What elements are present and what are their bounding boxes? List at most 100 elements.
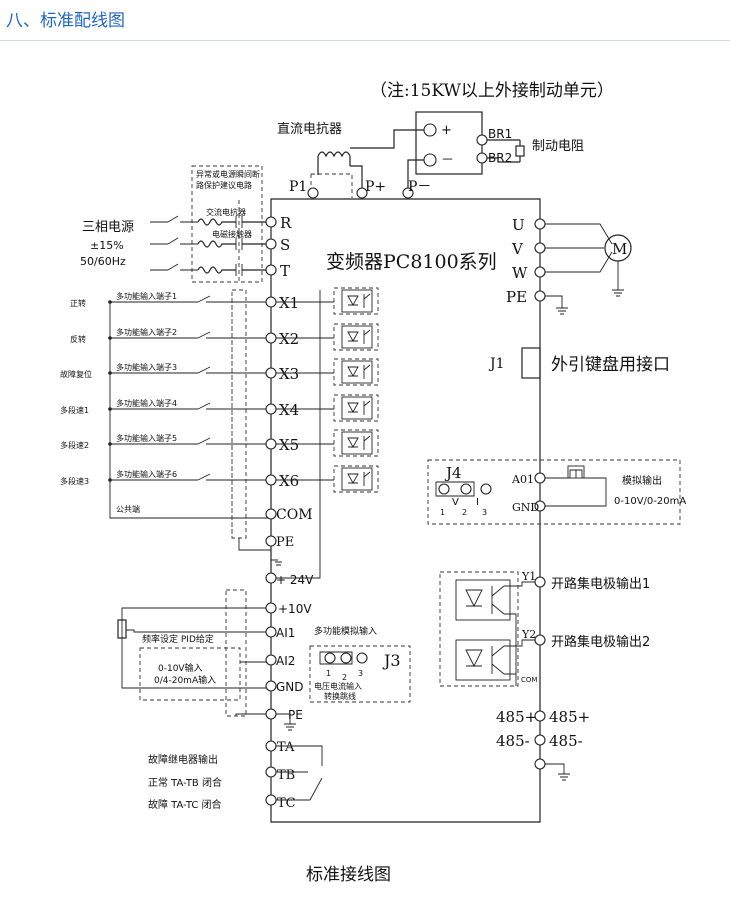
j1-label: J1 bbox=[488, 356, 505, 372]
terminal-u: U bbox=[512, 216, 525, 234]
input-description: 多功能输入端子2 bbox=[116, 327, 177, 337]
j4-pin-3: 3 bbox=[482, 508, 487, 517]
y1-output-label: 开路集电极输出1 bbox=[551, 576, 650, 592]
ai2-voltage-label: 0-10V输入 bbox=[158, 662, 203, 674]
input-optocoupler bbox=[333, 394, 379, 422]
input-description: 多功能输入端子3 bbox=[116, 362, 177, 372]
terminal-a01: A01 bbox=[511, 473, 534, 486]
motor-label: M bbox=[612, 240, 627, 258]
input-description: 多功能输入端子1 bbox=[116, 291, 177, 301]
input-function-label: 多段速2 bbox=[60, 440, 89, 450]
j4-box bbox=[427, 459, 681, 525]
ground-icon bbox=[612, 261, 624, 297]
input-row-x2: 反转 多功能输入端子2 X2 bbox=[70, 323, 379, 351]
j3-pin-1: 1 bbox=[326, 669, 331, 678]
meter-icon bbox=[567, 465, 585, 479]
input-terminal bbox=[265, 367, 277, 379]
ground-icon bbox=[545, 295, 568, 315]
analog-output-range: 0-10V/0-20mA bbox=[614, 496, 686, 507]
input-optocoupler bbox=[333, 287, 379, 315]
rs485-minus-right: 485- bbox=[549, 732, 583, 750]
input-function-label: 反转 bbox=[70, 334, 86, 344]
terminal-t: T bbox=[280, 262, 290, 280]
frequency-label: 50/60Hz bbox=[80, 255, 126, 268]
terminal-s: S bbox=[280, 236, 290, 254]
freq-setting-label: 频率设定 PID给定 bbox=[142, 633, 214, 645]
input-optocoupler bbox=[333, 465, 379, 493]
input-terminal bbox=[265, 438, 277, 450]
input-description: 多功能输入端子5 bbox=[116, 433, 177, 443]
ground-icon bbox=[270, 546, 282, 566]
relay-tc-note: 故障 TA-TC 闭合 bbox=[148, 798, 222, 811]
analog-output-label: 模拟输出 bbox=[622, 474, 662, 487]
power-lines bbox=[150, 200, 266, 282]
terminal-pe-analog: PE bbox=[288, 708, 303, 722]
input-function-label: 多段速1 bbox=[60, 405, 89, 415]
y1-optocoupler bbox=[455, 579, 511, 621]
common-terminal-label: 公共端 bbox=[116, 504, 140, 514]
j4-jumper bbox=[435, 481, 492, 497]
dc-reactor-label: 直流电抗器 bbox=[277, 122, 342, 137]
inverter-title: 变频器PC8100系列 bbox=[326, 251, 497, 273]
input-description: 多功能输入端子6 bbox=[116, 469, 177, 479]
ground-icon bbox=[276, 713, 296, 731]
brake-resistor-label: 制动电阻 bbox=[532, 139, 584, 154]
j3-note-2: 转换跳线 bbox=[324, 691, 356, 701]
terminal-x1: X1 bbox=[279, 294, 299, 312]
section-title: 八、标准配线图 bbox=[6, 11, 125, 31]
input-function-label: 多段速3 bbox=[60, 476, 89, 486]
j3-pin-2: 2 bbox=[342, 673, 347, 682]
diagram-caption: 标准接线图 bbox=[306, 865, 391, 885]
j3-pin-3: 3 bbox=[358, 669, 363, 678]
inverter-frame bbox=[270, 198, 541, 823]
j4-label: J4 bbox=[444, 464, 462, 482]
terminal-v: V bbox=[511, 240, 524, 258]
j3-box bbox=[309, 645, 411, 703]
input-function-label: 正转 bbox=[70, 298, 86, 308]
input-terminal bbox=[265, 403, 277, 415]
input-row-x1: 正转 多功能输入端子1 X1 bbox=[70, 287, 379, 315]
rs485-minus-left: 485- bbox=[496, 732, 530, 750]
shield-cable bbox=[225, 589, 247, 717]
protection-note-1: 异常或电源瞬间断 bbox=[196, 169, 260, 179]
input-optocoupler bbox=[333, 429, 379, 457]
input-optocoupler bbox=[333, 323, 379, 351]
terminal-pe: PE bbox=[506, 288, 527, 306]
terminal-10v: +10V bbox=[278, 602, 312, 616]
terminal-tc: TC bbox=[277, 796, 296, 811]
terminal-pe-signal: PE bbox=[276, 535, 294, 550]
terminal-x2: X2 bbox=[279, 330, 299, 348]
terminal-24v: + 24V bbox=[276, 573, 314, 587]
input-row-x6: 多段速3 多功能输入端子6 X6 bbox=[60, 465, 379, 493]
terminal-x6: X6 bbox=[279, 472, 299, 490]
protection-note-2: 路保护建议电路 bbox=[196, 180, 252, 190]
brake-plus-label: + bbox=[441, 123, 452, 138]
terminal-tb: TB bbox=[277, 768, 295, 783]
terminal-com: COM bbox=[276, 507, 313, 523]
y2-output-label: 开路集电极输出2 bbox=[551, 634, 650, 650]
terminal-w: W bbox=[512, 264, 528, 282]
terminal-y2: Y2 bbox=[521, 628, 536, 641]
j3-jumper bbox=[319, 651, 368, 665]
terminal-gnd-analog: GND bbox=[276, 680, 304, 694]
page-header: 八、标准配线图 bbox=[0, 0, 730, 41]
j1-connector bbox=[521, 347, 541, 379]
br1-label: BR1 bbox=[488, 127, 512, 141]
voltage-tolerance: ±15% bbox=[90, 239, 124, 252]
j4-pin-1: 1 bbox=[440, 508, 445, 517]
brake-minus-label: － bbox=[441, 153, 454, 168]
ai2-current-label: 0/4-20mA输入 bbox=[154, 674, 216, 686]
input-terminal bbox=[265, 474, 277, 486]
j4-v-label: V bbox=[452, 497, 459, 508]
ac-reactor-label: 交流电抗器 bbox=[206, 207, 246, 217]
terminal-gnd-out: GND bbox=[512, 501, 539, 514]
j3-note-1: 电压电流输入 bbox=[314, 681, 362, 691]
terminal-x4: X4 bbox=[279, 401, 299, 419]
terminal-ai1: AI1 bbox=[276, 626, 295, 640]
input-row-x4: 多段速1 多功能输入端子4 X4 bbox=[60, 394, 379, 422]
j4-i-label: I bbox=[476, 497, 479, 508]
terminal-ta: TA bbox=[277, 740, 295, 755]
input-description: 多功能输入端子4 bbox=[116, 398, 177, 408]
